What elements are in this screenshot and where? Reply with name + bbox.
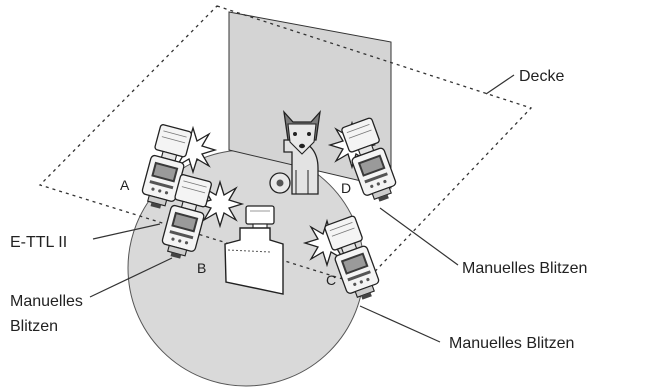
leader-manual-b [89, 257, 173, 298]
leader-manual-d [379, 207, 459, 266]
leader-e-ttl [92, 223, 161, 240]
manual-b-line-1: Manuelles [10, 293, 83, 310]
unit-label-a: A [120, 177, 130, 193]
master-mode-label: E-TTL II [10, 234, 67, 251]
camera-icon [224, 205, 284, 295]
leader-ceiling [485, 74, 515, 95]
unit-label-b: B [197, 260, 206, 276]
ceiling-label: Decke [519, 68, 564, 85]
leader-manual-c [359, 305, 441, 343]
manual-b-line-2: Blitzen [10, 318, 58, 335]
dog-subject-icon [269, 109, 321, 195]
manual-c-label: Manuelles Blitzen [449, 335, 574, 352]
unit-label-c: C [326, 272, 336, 288]
manual-d-label: Manuelles Blitzen [462, 260, 587, 277]
unit-label-d: D [341, 180, 351, 196]
manual-b-label: Manuelles Blitzen [10, 293, 87, 335]
